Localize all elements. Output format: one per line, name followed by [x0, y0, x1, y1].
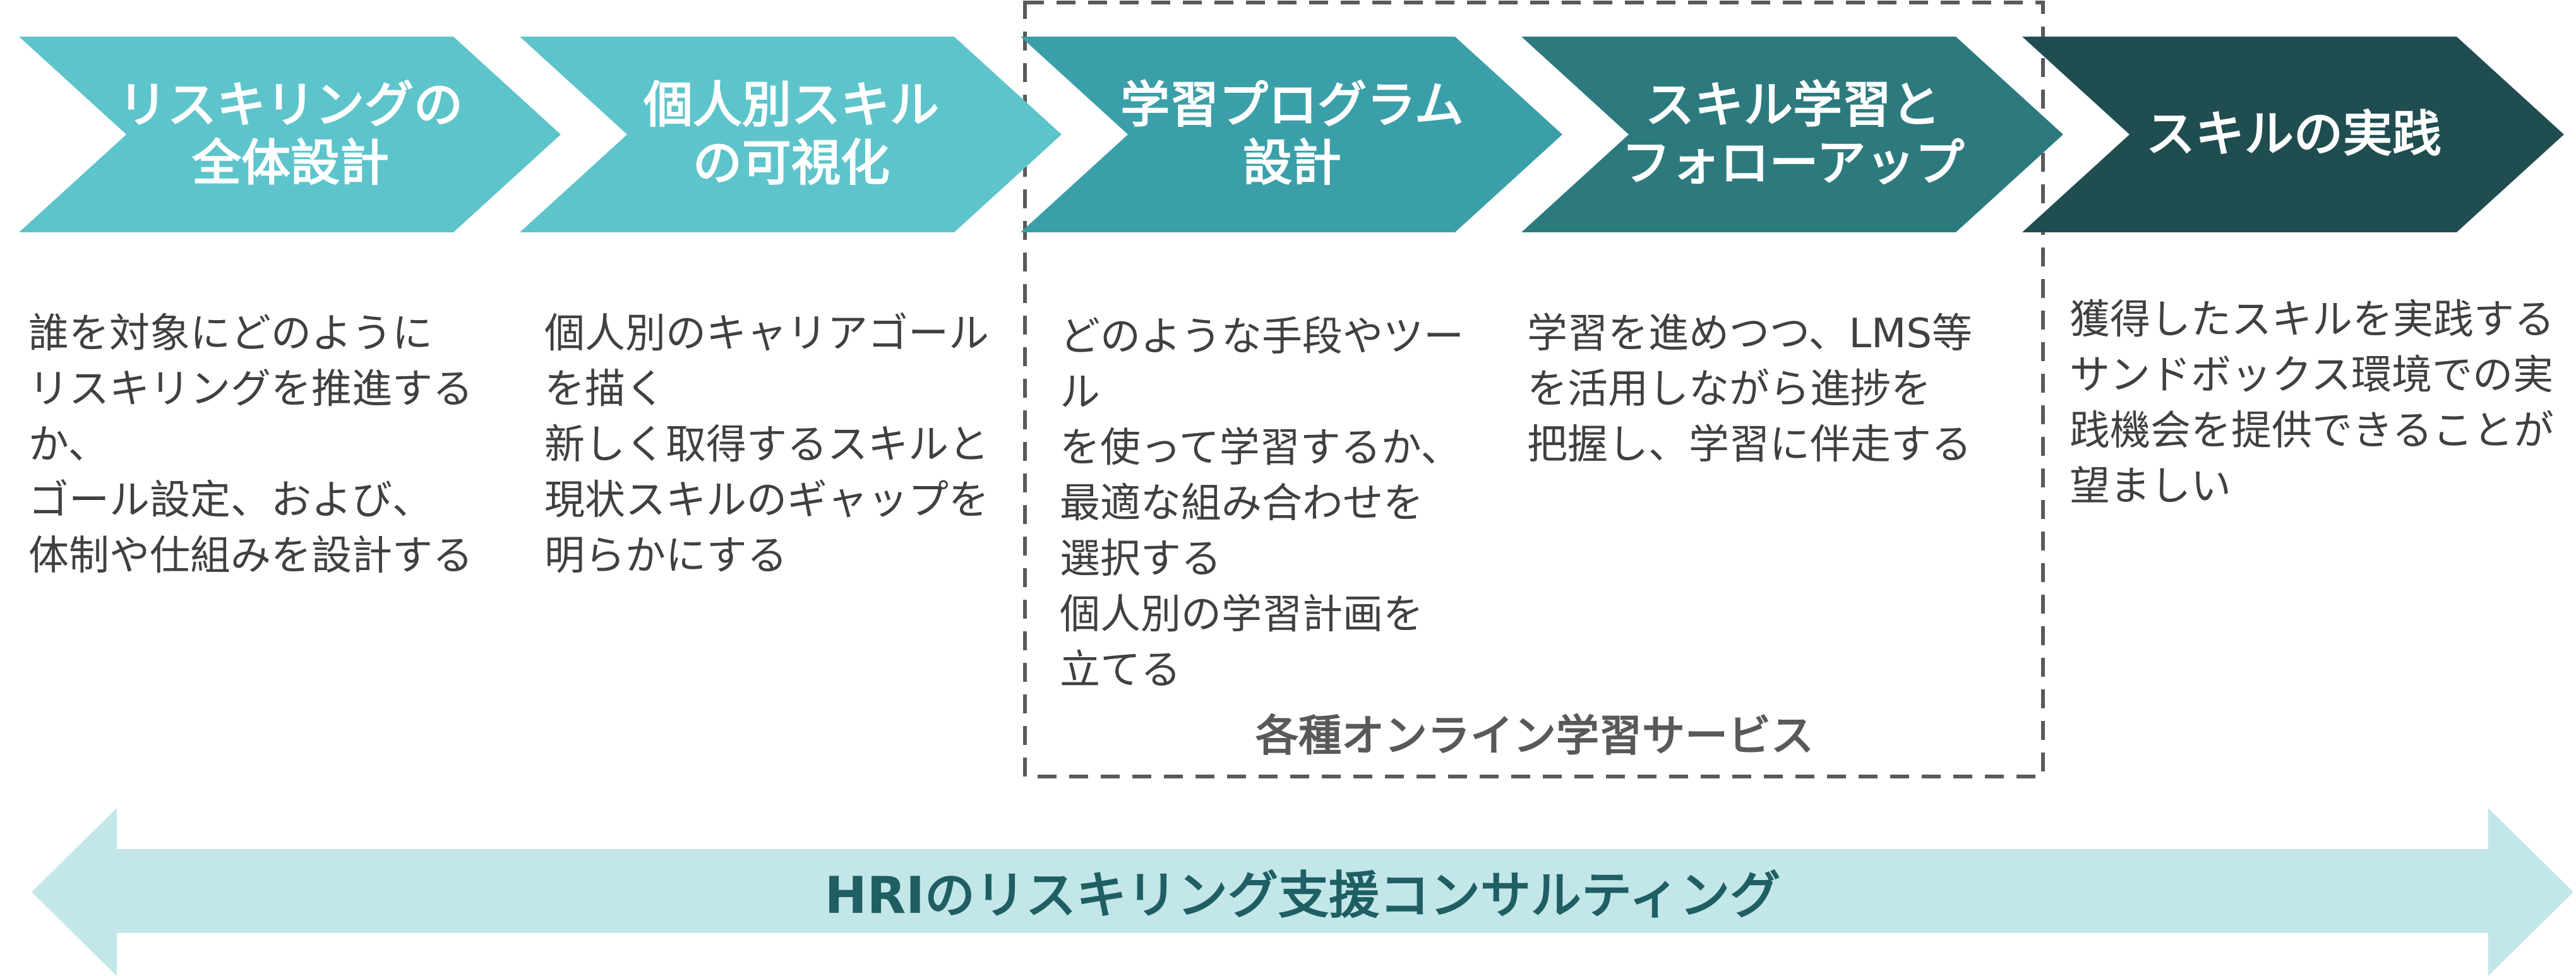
step-5-title: スキルの実践	[2145, 106, 2441, 163]
step-3-chevron	[1021, 37, 1562, 232]
bottom-arrow-label: HRIのリスキリング支援コンサルティング	[824, 866, 1781, 925]
step-3-description: どのような手段やツール を使って学習するか、 最適な組み合わせを 選択する 個人…	[1060, 314, 1464, 694]
step-1-title: リスキリングの 全体設計	[117, 77, 463, 192]
bottom-double-arrow	[32, 808, 2573, 976]
step-1-chevron	[19, 37, 561, 232]
step-2-chevron	[520, 37, 1062, 232]
step-1-description: 誰を対象にどのように リスキリングを推進するか、 ゴール設定、および、 体制や仕…	[28, 311, 473, 580]
step-5-description: 獲得したスキルを実践する サンドボックス環境での実 践機会を提供できることが 望…	[2070, 297, 2555, 510]
group-frame	[1023, 1, 2045, 778]
group-label: 各種オンライン学習サービス	[1255, 711, 1814, 761]
step-2-title: 個人別スキル の可視化	[643, 77, 939, 192]
step-4-description: 学習を進めつつ、LMS等 を活用しながら進捗を 把握し、学習に伴走する	[1527, 311, 1972, 468]
step-3-title: 学習プログラム 設計	[1120, 77, 1464, 192]
step-2-description: 個人別のキャリアゴール を描く 新しく取得するスキルと 現状スキルのギャップを …	[544, 311, 989, 580]
step-5-chevron	[2022, 37, 2564, 232]
step-4-title: スキル学習と フォローアップ	[1621, 77, 1965, 192]
step-4-chevron	[1521, 37, 2063, 232]
